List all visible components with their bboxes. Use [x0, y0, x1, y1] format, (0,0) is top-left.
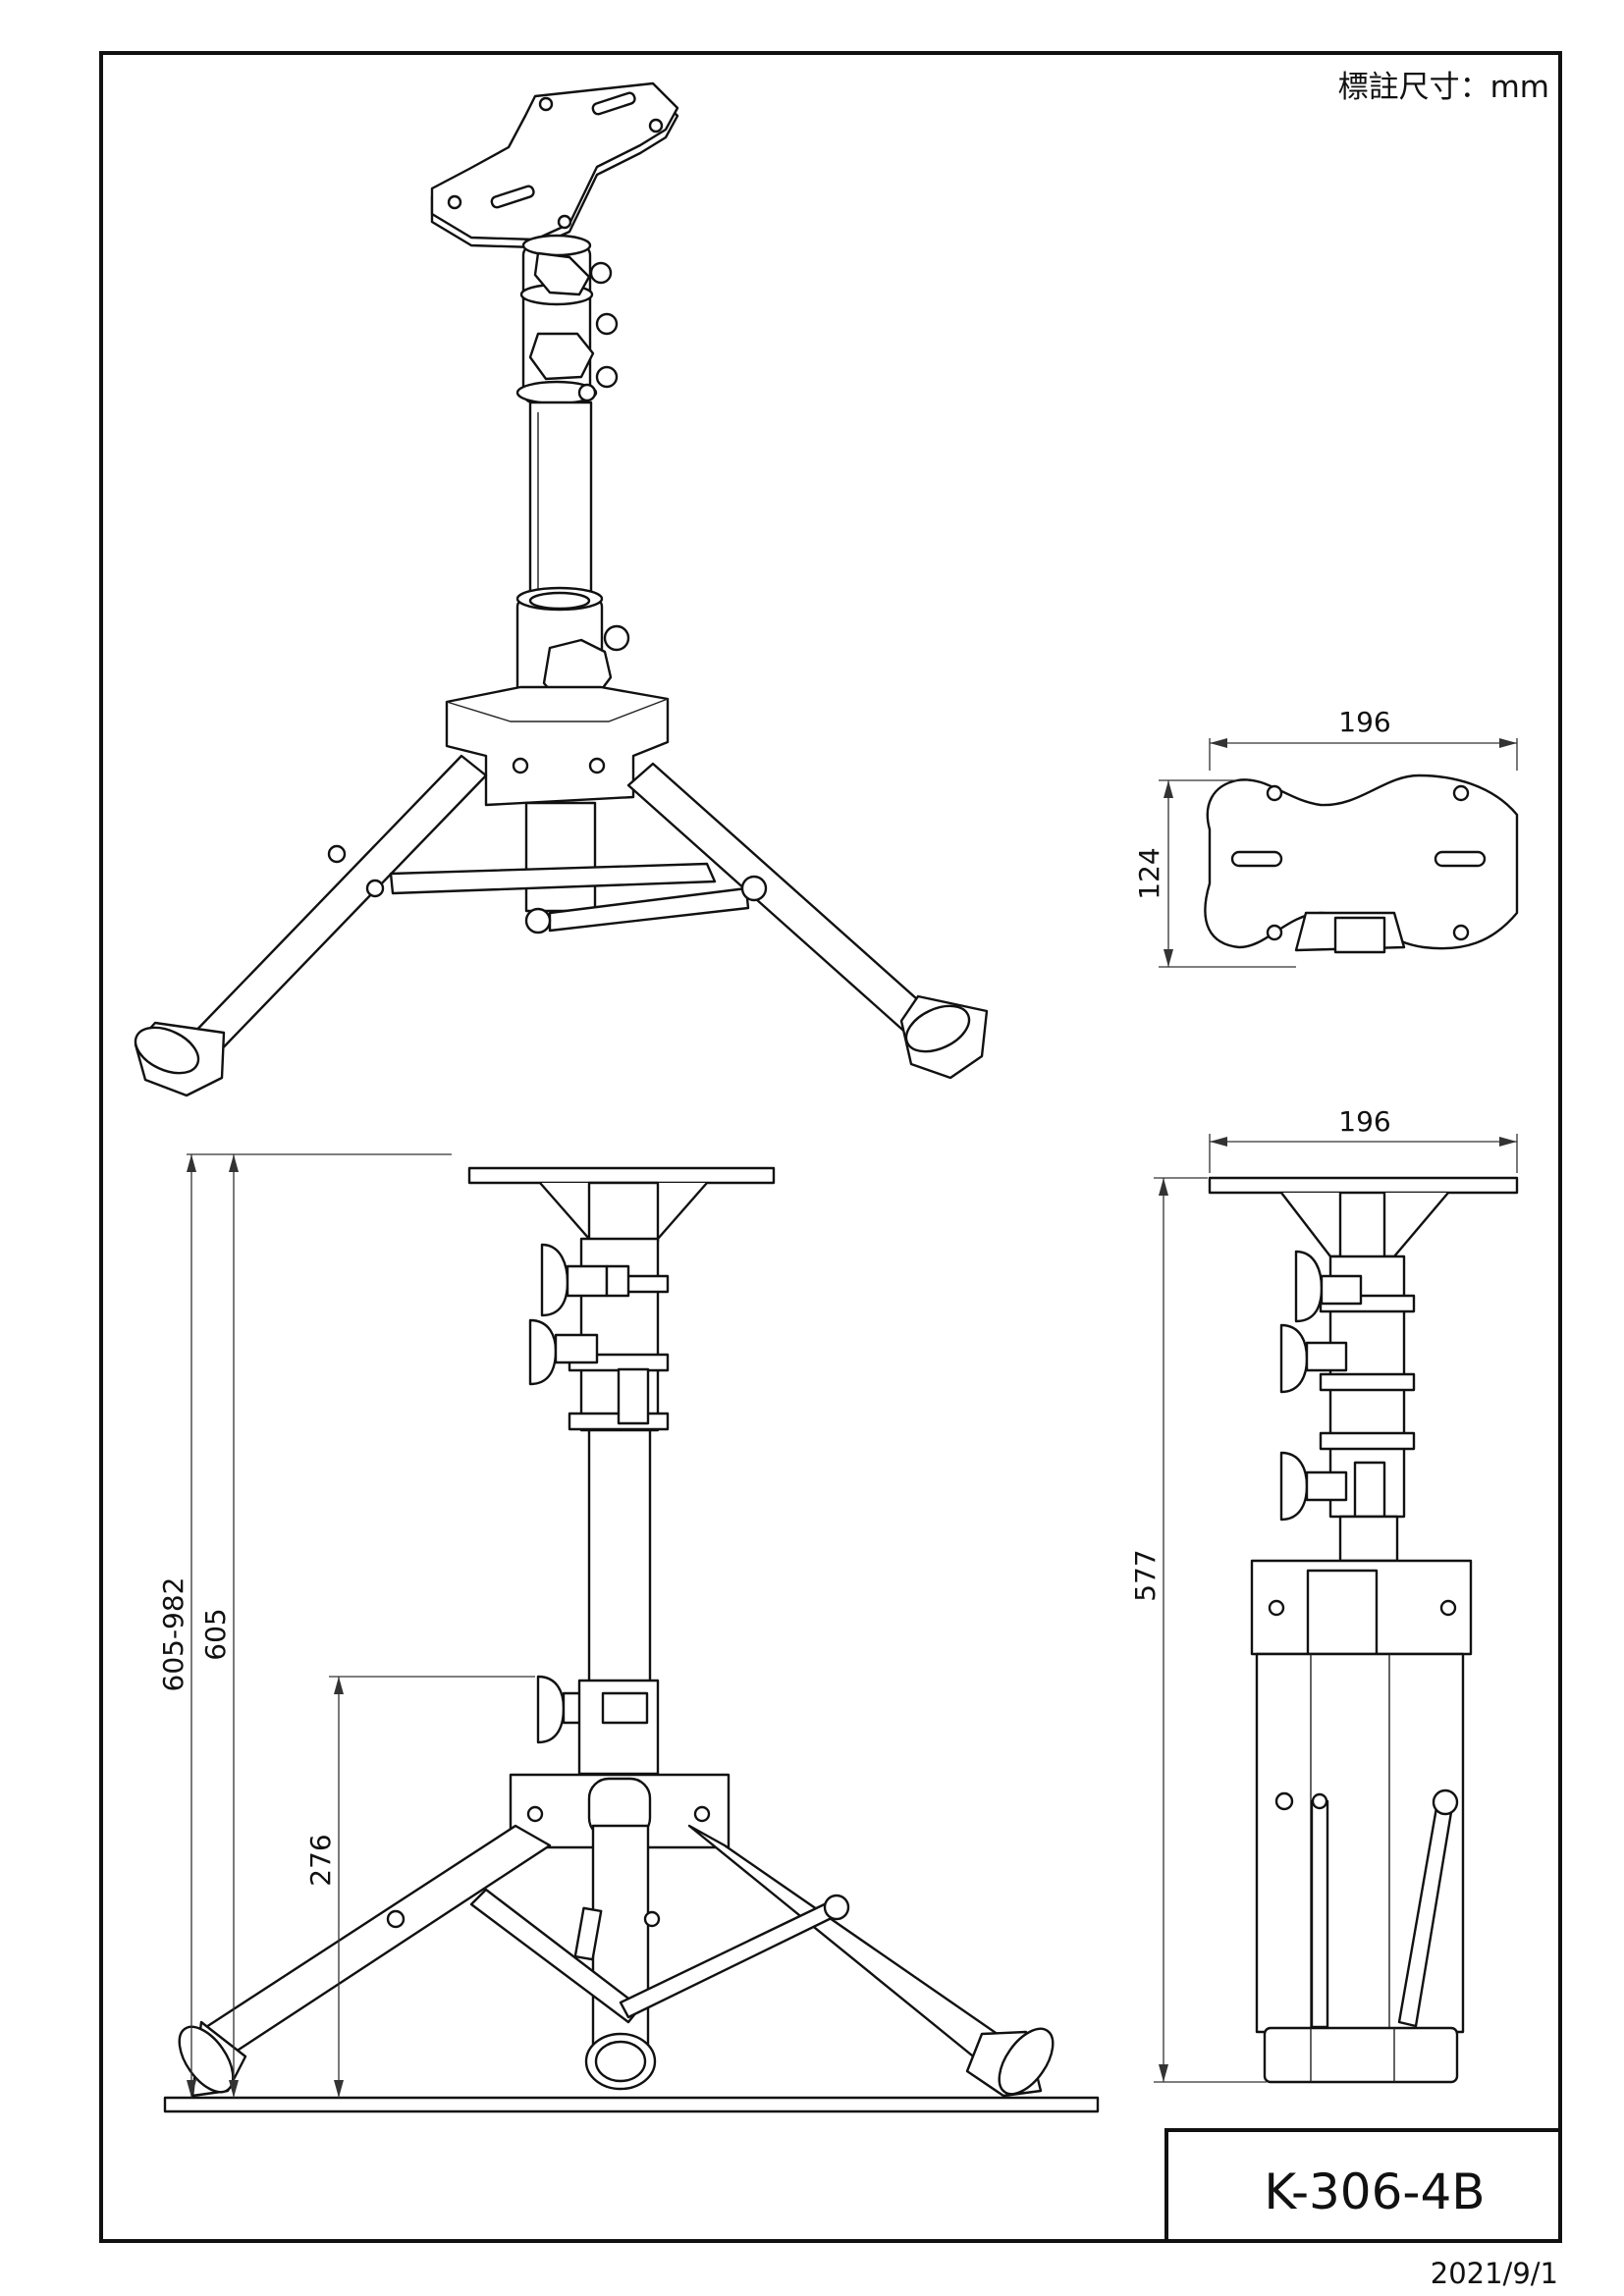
front-head-clamp: [528, 1237, 670, 1432]
side-plate: [1208, 1176, 1519, 1195]
side-head-clamp: [1279, 1250, 1416, 1522]
units-note: 標註尺寸：mm: [1338, 70, 1549, 105]
dim-plate-depth-top: 124: [1133, 779, 1296, 968]
iso-upper-tube: [528, 400, 593, 611]
model-number: K-306-4B: [1264, 2163, 1485, 2220]
side-hub: [1250, 1559, 1473, 1656]
iso-legs: [185, 754, 954, 1062]
dim-height-side: 577: [1129, 1177, 1267, 2083]
iso-head-clamp: [515, 234, 619, 405]
side-legs: [1255, 1652, 1465, 2034]
iso-top-plate: [430, 81, 679, 249]
svg-text:196: 196: [1338, 1105, 1390, 1138]
front-floor-base: [163, 2096, 1100, 2113]
front-upper-tube: [587, 1428, 652, 1687]
svg-text:276: 276: [304, 1834, 337, 1886]
side-feet: [1263, 2026, 1459, 2084]
dim-knob-height-front: 276: [304, 1676, 535, 2098]
dim-plate-width-top: 196: [1209, 706, 1518, 771]
drawing-border: [99, 51, 1562, 2243]
front-hub: [509, 1773, 731, 1849]
side-view: 196 577: [1129, 1105, 1519, 2084]
svg-text:196: 196: [1338, 706, 1390, 738]
isometric-view: [134, 81, 989, 1097]
svg-text:124: 124: [1133, 847, 1165, 899]
front-side-legs: [204, 1824, 1003, 2061]
front-lower-clamp: [536, 1675, 660, 1776]
side-upper-tube: [1338, 1515, 1399, 1563]
front-plate: [467, 1166, 776, 1185]
dim-height-range-front: 605-982: [157, 1153, 452, 2098]
svg-text:605-982: 605-982: [157, 1577, 189, 1692]
front-center-leg: [573, 1824, 657, 2091]
dim-plate-width-side: 196: [1209, 1105, 1518, 1173]
svg-text:577: 577: [1129, 1549, 1162, 1601]
top-view-plate: [1204, 774, 1519, 950]
dim-height-min-front: 605: [199, 1154, 239, 2098]
svg-text:605: 605: [199, 1608, 232, 1660]
iso-hub: [445, 685, 670, 913]
front-view: 605-982 605 276: [157, 1153, 1100, 2113]
title-block: K-306-4B: [1164, 2128, 1560, 2241]
drawing-date: 2021/9/1: [1431, 2257, 1558, 2290]
front-feet: [178, 2020, 1055, 2098]
iso-feet: [134, 994, 989, 1097]
top-view: 196 124: [1133, 706, 1519, 968]
